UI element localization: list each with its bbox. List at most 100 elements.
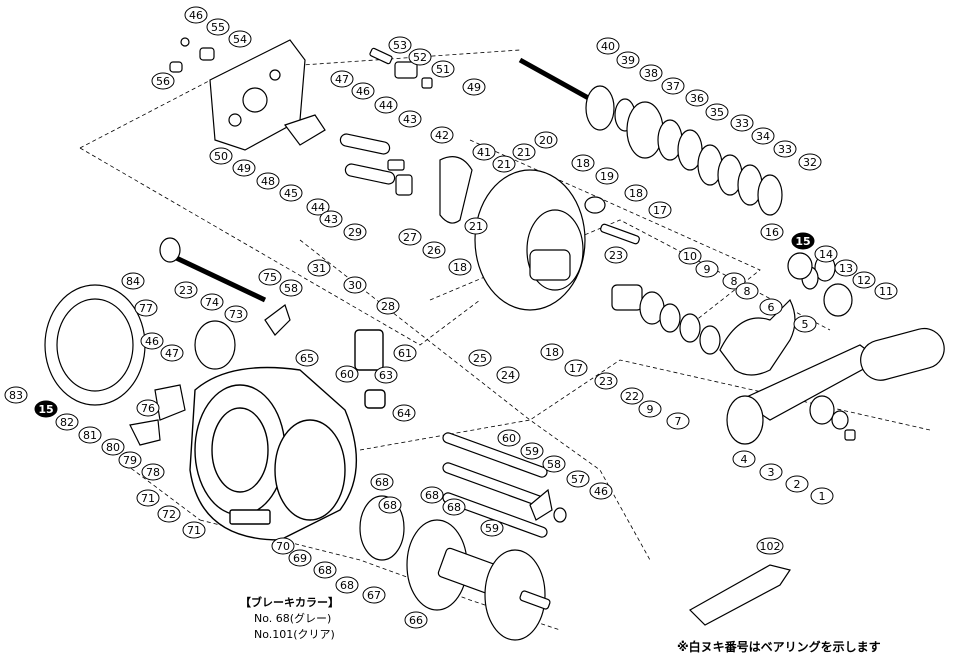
label-bubble — [442, 498, 466, 516]
label-bubble — [398, 228, 422, 246]
part-label-69: 69 — [288, 549, 312, 567]
label-number: 43 — [403, 113, 417, 126]
label-number: 41 — [477, 146, 491, 159]
label-bubble — [408, 48, 432, 66]
part-label-14: 14 — [814, 245, 838, 263]
label-number: 21 — [497, 158, 511, 171]
label-number: 60 — [502, 432, 516, 445]
part-label-59: 59 — [520, 442, 544, 460]
label-bubble — [756, 537, 784, 555]
label-number: 10 — [683, 250, 697, 263]
part-label-55: 55 — [206, 18, 230, 36]
part-label-67: 67 — [362, 586, 386, 604]
label-bubble — [852, 271, 876, 289]
label-bubble — [785, 475, 809, 493]
brake-color-item-68: No. 68(グレー) — [254, 612, 332, 625]
label-bubble — [374, 366, 398, 384]
part-label-75: 75 — [258, 268, 282, 286]
part-label-71: 71 — [182, 521, 206, 539]
part-label-3: 3 — [759, 463, 783, 481]
label-number: 56 — [156, 75, 170, 88]
label-bubble — [307, 259, 331, 277]
label-bubble — [370, 473, 394, 491]
label-bubble — [388, 36, 412, 54]
part-label-60: 60 — [497, 429, 521, 447]
label-bubble — [258, 268, 282, 286]
part-label-43: 43 — [319, 210, 343, 228]
label-bubble — [140, 332, 164, 350]
part-label-46: 46 — [589, 482, 613, 500]
label-number: 49 — [237, 162, 251, 175]
part-label-7: 7 — [666, 412, 690, 430]
part-label-53: 53 — [388, 36, 412, 54]
label-bubble — [319, 210, 343, 228]
part-label-20: 20 — [534, 131, 558, 149]
label-bubble — [705, 103, 729, 121]
label-number: 53 — [393, 39, 407, 52]
label-number: 84 — [126, 275, 140, 288]
label-number: 68 — [318, 564, 332, 577]
label-number: 49 — [467, 81, 481, 94]
label-number: 45 — [284, 187, 298, 200]
label-number: 9 — [647, 403, 654, 416]
part-label-41: 41 — [472, 143, 496, 161]
part-label-6: 6 — [759, 298, 783, 316]
label-bubble — [431, 60, 455, 78]
label-number: 55 — [211, 21, 225, 34]
label-number: 9 — [704, 263, 711, 276]
label-bubble — [638, 400, 662, 418]
label-number: 5 — [802, 318, 809, 331]
label-bubble — [362, 586, 386, 604]
label-bubble — [182, 521, 206, 539]
label-number: 46 — [189, 9, 203, 22]
part-label-35: 35 — [705, 103, 729, 121]
part-label-68: 68 — [378, 496, 402, 514]
label-bubble — [791, 232, 815, 250]
label-bubble — [492, 155, 516, 173]
part-label-12: 12 — [852, 271, 876, 289]
label-bubble — [228, 30, 252, 48]
label-number: 60 — [340, 368, 354, 381]
label-bubble — [798, 153, 822, 171]
label-bubble — [422, 241, 446, 259]
label-bubble — [118, 451, 142, 469]
part-label-72: 72 — [157, 505, 181, 523]
label-bubble — [596, 37, 620, 55]
part-label-45: 45 — [279, 184, 303, 202]
label-number: 24 — [501, 369, 515, 382]
part-label-57: 57 — [566, 470, 590, 488]
label-number: 18 — [576, 157, 590, 170]
label-bubble — [624, 184, 648, 202]
label-number: 8 — [731, 275, 738, 288]
label-bubble — [330, 70, 354, 88]
part-label-15: 15 — [791, 232, 815, 250]
label-number: 42 — [435, 129, 449, 142]
label-bubble — [343, 276, 367, 294]
part-label-68: 68 — [420, 486, 444, 504]
label-bubble — [34, 400, 58, 418]
label-number: 58 — [284, 282, 298, 295]
label-bubble — [295, 349, 319, 367]
label-bubble — [620, 387, 644, 405]
part-label-46: 46 — [184, 6, 208, 24]
label-bubble — [136, 399, 160, 417]
label-number: 6 — [768, 301, 775, 314]
label-number: 17 — [569, 362, 583, 375]
label-number: 74 — [205, 296, 219, 309]
label-number: 77 — [139, 302, 153, 315]
part-label-2: 2 — [785, 475, 809, 493]
label-number: 21 — [469, 220, 483, 233]
label-bubble — [343, 223, 367, 241]
label-number: 44 — [311, 201, 325, 214]
label-number: 33 — [778, 143, 792, 156]
part-label-26: 26 — [422, 241, 446, 259]
part-label-71: 71 — [136, 489, 160, 507]
part-label-68: 68 — [313, 561, 337, 579]
label-bubble — [468, 349, 492, 367]
label-number: 75 — [263, 271, 277, 284]
label-number: 67 — [367, 589, 381, 602]
label-number: 59 — [525, 445, 539, 458]
label-number: 15 — [38, 403, 53, 416]
label-bubble — [256, 172, 280, 190]
